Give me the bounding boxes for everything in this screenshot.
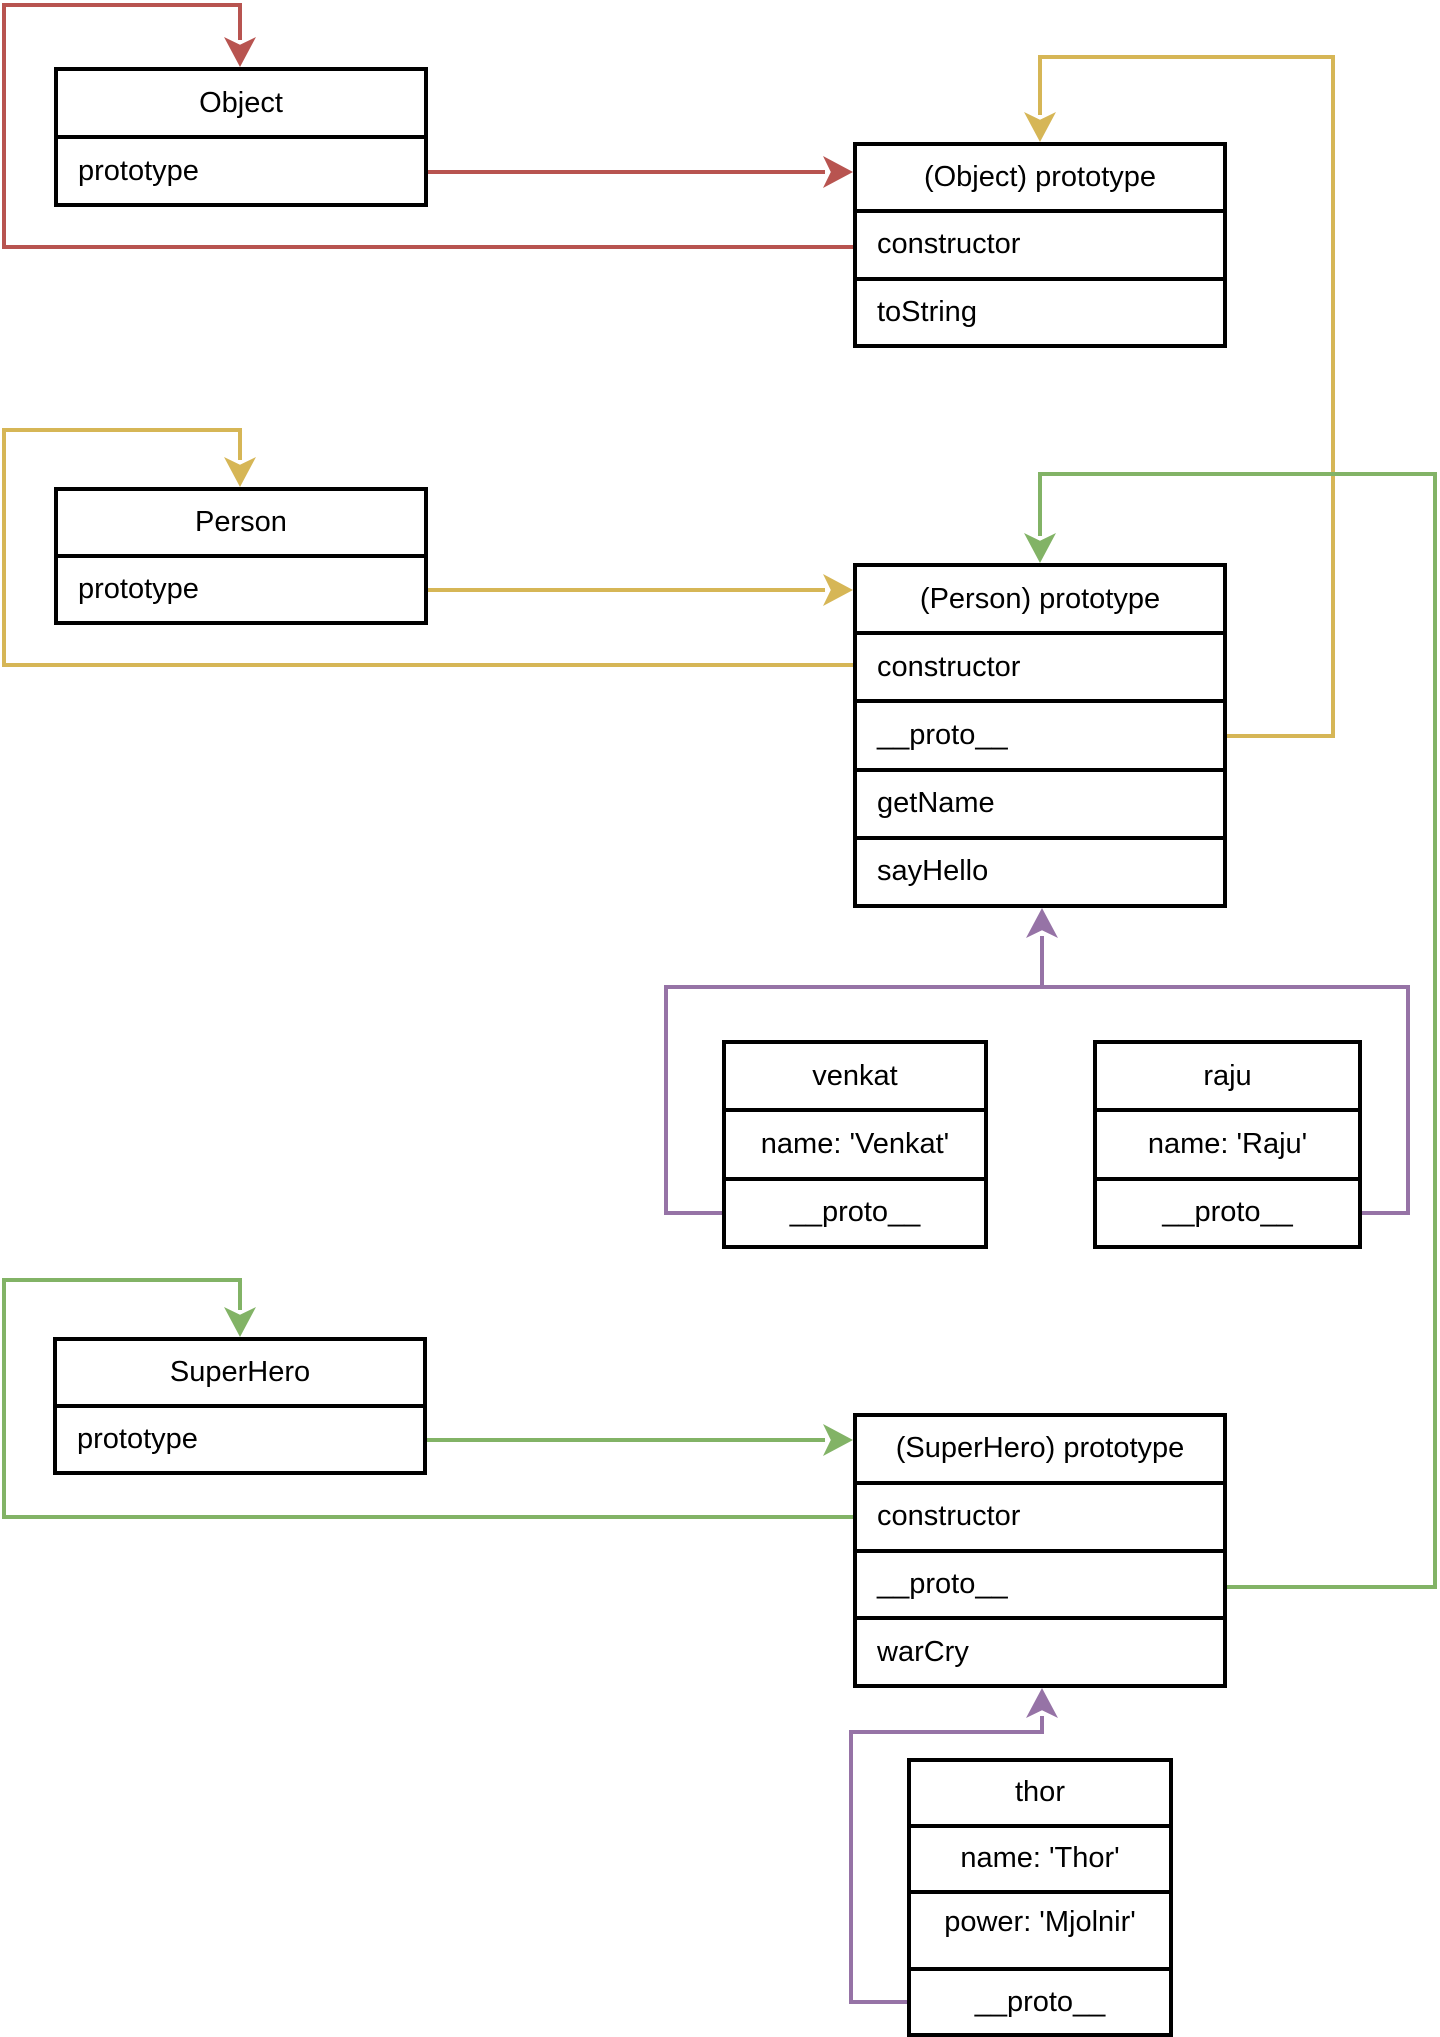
purple-thor-riser-segment bbox=[1040, 1716, 1044, 1734]
green-loop-top-segment bbox=[2, 1278, 242, 1282]
red-arrowhead-into-object bbox=[224, 37, 256, 67]
yellow-loop-stub-segment bbox=[238, 428, 242, 460]
object-row-prototype: prototype bbox=[58, 135, 424, 203]
red-loop-top-segment bbox=[2, 3, 242, 7]
red-prototype-link-segment bbox=[428, 170, 825, 174]
superhero-prototype-box: (SuperHero) prototype constructor __prot… bbox=[853, 1413, 1227, 1688]
venkat-row-proto: __proto__ bbox=[726, 1176, 984, 1245]
purple-raju-proto-segment bbox=[1362, 1211, 1410, 1215]
person-prototype-row-getname: getName bbox=[857, 767, 1223, 836]
thor-box-title: thor bbox=[1015, 1776, 1065, 1809]
raju-box: raju name: 'Raju' __proto__ bbox=[1093, 1040, 1362, 1249]
person-prototype-row-sayhello: sayHello bbox=[857, 835, 1223, 904]
yellow-proto-link-bottom-segment bbox=[1227, 734, 1335, 738]
yellow-prototype-link-segment bbox=[428, 588, 825, 592]
green-arrowhead-into-person-prototype-top bbox=[1024, 533, 1056, 563]
green-proto-link-bottom-segment bbox=[1227, 1585, 1437, 1589]
raju-row-name: name: 'Raju' bbox=[1097, 1108, 1358, 1176]
purple-instances-riser-segment bbox=[1040, 936, 1044, 989]
red-arrowhead-into-object-prototype bbox=[823, 156, 853, 188]
green-prototype-link-segment bbox=[427, 1438, 825, 1442]
person-prototype-row-constructor: constructor bbox=[857, 631, 1223, 699]
object-box: Object prototype bbox=[54, 67, 428, 207]
green-loop-stub-segment bbox=[238, 1278, 242, 1310]
person-box-title: Person bbox=[195, 506, 287, 538]
venkat-row-name: name: 'Venkat' bbox=[726, 1108, 984, 1176]
yellow-arrowhead-into-person bbox=[224, 457, 256, 487]
venkat-box-title: venkat bbox=[812, 1059, 898, 1092]
object-prototype-row-tostring: toString bbox=[857, 276, 1223, 344]
purple-venkat-left-segment bbox=[664, 985, 668, 1215]
purple-raju-right-segment bbox=[1406, 985, 1410, 1215]
superhero-prototype-row-constructor: constructor bbox=[857, 1480, 1223, 1549]
object-prototype-box-title: (Object) prototype bbox=[923, 161, 1157, 194]
person-prototype-box-title: (Person) prototype bbox=[919, 582, 1161, 615]
yellow-arrowhead-into-person-prototype bbox=[823, 574, 853, 606]
thor-box: thor name: 'Thor' power: 'Mjolnir' __pro… bbox=[907, 1758, 1173, 2037]
green-loop-bottom-segment bbox=[2, 1515, 853, 1519]
yellow-loop-left-segment bbox=[2, 428, 6, 667]
purple-thor-top-segment bbox=[849, 1730, 1044, 1734]
venkat-box: venkat name: 'Venkat' __proto__ bbox=[722, 1040, 988, 1249]
green-proto-link-stub-segment bbox=[1038, 472, 1042, 536]
person-row-prototype: prototype bbox=[58, 554, 424, 621]
red-loop-stub-segment bbox=[238, 3, 242, 40]
yellow-loop-bottom-segment bbox=[2, 663, 853, 667]
person-prototype-box: (Person) prototype constructor __proto__… bbox=[853, 563, 1227, 908]
thor-row-name: name: 'Thor' bbox=[911, 1823, 1169, 1890]
superhero-prototype-row-proto: __proto__ bbox=[857, 1548, 1223, 1617]
person-box: Person prototype bbox=[54, 487, 428, 625]
purple-instances-horizontal-segment bbox=[664, 985, 1410, 989]
green-arrowhead-into-superhero bbox=[224, 1307, 256, 1337]
thor-row-proto: __proto__ bbox=[911, 1967, 1169, 2033]
green-proto-link-top-segment bbox=[1038, 472, 1437, 476]
purple-venkat-proto-segment bbox=[664, 1211, 722, 1215]
green-proto-link-right-segment bbox=[1433, 472, 1437, 1589]
superhero-prototype-box-title: (SuperHero) prototype bbox=[895, 1432, 1185, 1465]
green-arrowhead-into-superhero-prototype bbox=[823, 1424, 853, 1456]
green-loop-left-segment bbox=[2, 1278, 6, 1519]
purple-thor-left-segment bbox=[849, 1730, 853, 2004]
purple-arrowhead-into-superhero-prototype-bottom bbox=[1026, 1688, 1058, 1718]
raju-box-title: raju bbox=[1203, 1059, 1252, 1092]
thor-row-power: power: 'Mjolnir' bbox=[911, 1889, 1169, 1968]
yellow-proto-link-top-segment bbox=[1038, 55, 1335, 59]
superhero-box: SuperHero prototype bbox=[53, 1337, 427, 1475]
yellow-arrowhead-into-object-prototype-top bbox=[1024, 112, 1056, 142]
object-prototype-box: (Object) prototype constructor toString bbox=[853, 142, 1227, 348]
object-box-title: Object bbox=[199, 86, 283, 119]
superhero-prototype-row-warcry: warCry bbox=[857, 1616, 1223, 1684]
raju-row-proto: __proto__ bbox=[1097, 1176, 1358, 1245]
purple-arrowhead-into-person-prototype-bottom bbox=[1026, 908, 1058, 938]
yellow-loop-top-segment bbox=[2, 428, 242, 432]
red-loop-bottom-segment bbox=[2, 245, 853, 249]
person-prototype-row-proto: __proto__ bbox=[857, 699, 1223, 767]
superhero-row-prototype: prototype bbox=[57, 1404, 423, 1471]
object-prototype-row-constructor: constructor bbox=[857, 209, 1223, 276]
yellow-proto-link-stub-segment bbox=[1038, 55, 1042, 115]
red-loop-left-segment bbox=[2, 3, 6, 249]
purple-thor-proto-segment bbox=[849, 2000, 907, 2004]
yellow-proto-link-right-segment bbox=[1331, 55, 1335, 738]
superhero-box-title: SuperHero bbox=[169, 1356, 311, 1388]
